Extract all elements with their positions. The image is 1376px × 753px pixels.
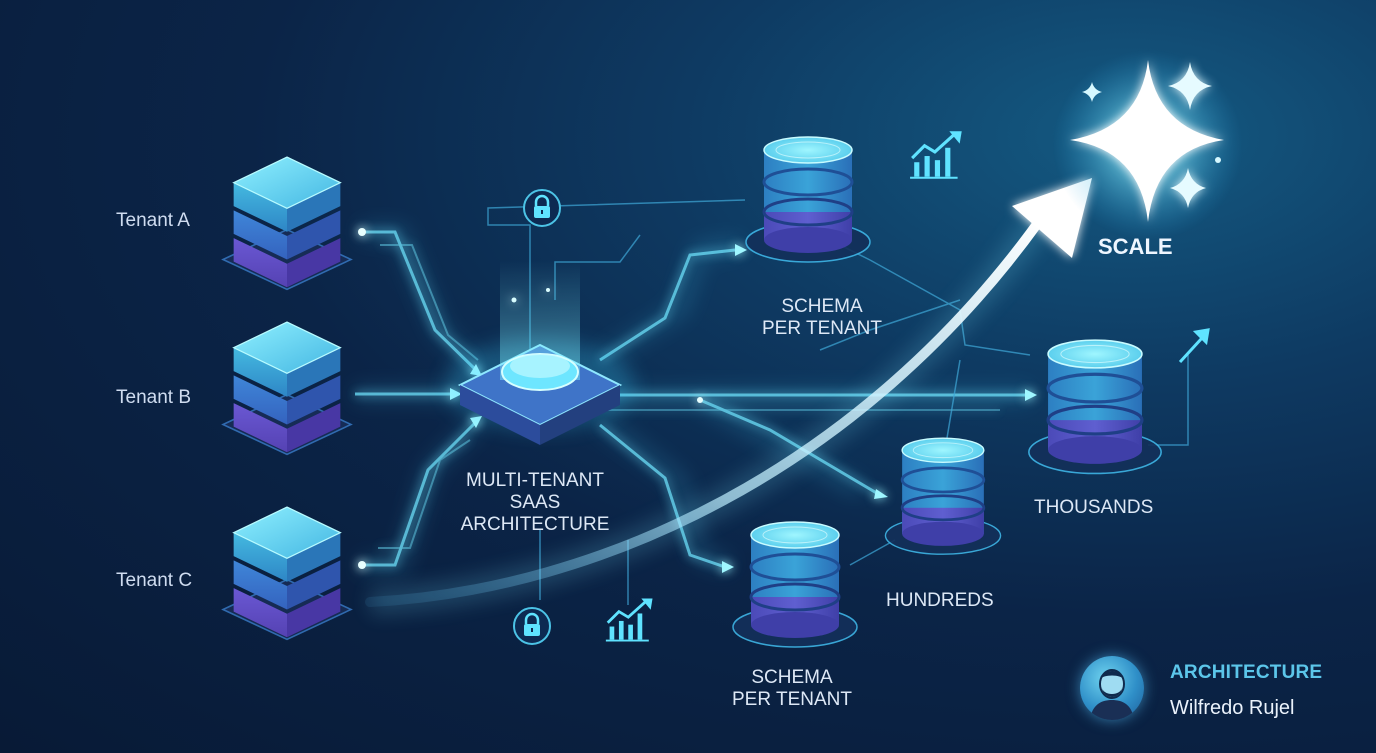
hub-label: MULTI-TENANT SAAS ARCHITECTURE — [420, 470, 650, 536]
schema-label-line: SCHEMA — [751, 667, 833, 688]
growth-chart-icon — [604, 596, 655, 643]
tenant-c-stack — [222, 506, 352, 641]
schema-db-bottom — [731, 520, 859, 649]
tenant-a-label: Tenant A — [116, 210, 190, 231]
tenant-c-label: Tenant C — [116, 570, 193, 591]
schema-top-label: SCHEMA PER TENANT — [722, 296, 922, 340]
author-tag: ARCHITECTURE — [1170, 662, 1323, 683]
schema-bottom-label: SCHEMA PER TENANT — [692, 667, 892, 711]
tenant-a-stack — [222, 156, 352, 291]
scale-label: SCALE — [1098, 234, 1173, 259]
hub-label-line: SAAS — [509, 491, 561, 513]
hundreds-label: HUNDREDS — [886, 590, 994, 611]
growth-chart-icon — [908, 129, 964, 180]
hub-node — [445, 260, 635, 445]
thousands-label: THOUSANDS — [1034, 497, 1154, 518]
hub-label-line: MULTI-TENANT — [466, 470, 604, 491]
tenant-b-label: Tenant B — [116, 387, 191, 408]
schema-label-line: SCHEMA — [781, 296, 863, 317]
thousands-db — [1027, 338, 1163, 476]
author-name: Wilfredo Rujel — [1170, 697, 1295, 719]
lock-icon — [522, 188, 562, 228]
hundreds-db — [884, 436, 1002, 556]
schema-label-line: PER TENANT — [731, 688, 852, 710]
hub-label-line: ARCHITECTURE — [460, 513, 610, 535]
lock-icon — [512, 606, 552, 646]
arrow-up-icon — [1178, 328, 1210, 364]
flow-lines-core — [355, 230, 1025, 569]
person-avatar-icon — [1080, 656, 1144, 720]
avatar-illustration — [1090, 669, 1134, 720]
tenant-b-stack — [222, 321, 352, 456]
schema-label-line: PER TENANT — [761, 317, 882, 339]
sparkle-icon — [1053, 50, 1243, 240]
schema-db-top — [744, 135, 872, 264]
